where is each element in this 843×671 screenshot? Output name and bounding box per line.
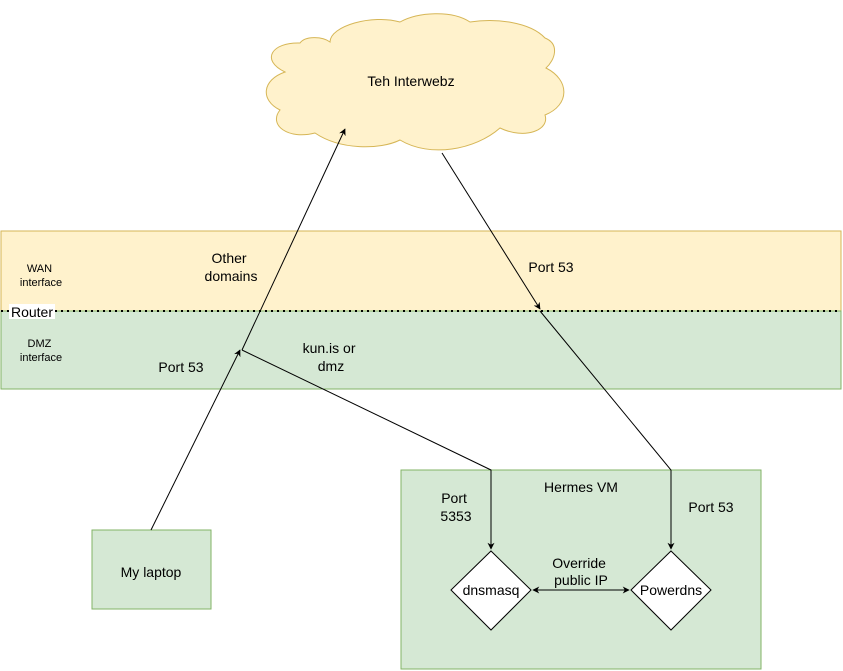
powerdns-label: Powerdns [640,582,702,598]
internet-cloud [265,13,565,151]
edge-router-to-internet [241,128,346,351]
other-domains-line-2: domains [205,268,258,284]
powerdns-node [630,550,712,631]
dnsmasq-node [450,550,532,631]
kun-is-line-1: kun.is or [303,340,356,356]
wan-interface-label: WAN interface [20,263,62,289]
laptop-node [91,529,212,610]
wan-interface-line-2: interface [20,277,62,289]
hermes-vm-container [400,469,762,670]
dmz-interface-line-1: DMZ [28,338,52,350]
edge-router-to-powerdns [539,310,675,550]
dnsmasq-port-line-2: 5353 [440,508,471,524]
kun-is-label: kun.is or dmz [303,340,360,374]
override-line-2: public IP [554,572,608,588]
laptop-port-label: Port 53 [158,359,203,375]
edge-laptop-to-router [150,349,241,531]
edge-internet-to-router [441,152,541,310]
wan-zone [0,230,842,312]
hermes-vm-label: Hermes VM [544,479,618,495]
internet-port-label: Port 53 [528,259,573,275]
powerdns-port-label: Port 53 [688,499,733,515]
dmz-interface-label: DMZ interface [20,338,62,364]
dmz-interface-line-2: interface [20,352,62,364]
dnsmasq-port-label: Port 5353 [440,490,471,524]
wan-interface-line-1: WAN [27,263,52,275]
other-domains-label: Other domains [205,250,258,284]
router-label: Router [11,304,53,320]
edge-router-to-dnsmasq [241,349,495,550]
other-domains-line-1: Other [212,250,247,266]
dnsmasq-label: dnsmasq [463,582,520,598]
kun-is-line-2: dmz [318,358,344,374]
internet-label: Teh Interwebz [367,73,454,89]
dnsmasq-port-line-1: Port [441,490,467,506]
router-label-background [9,304,55,319]
dmz-zone [0,310,842,390]
override-line-1: Override [552,555,606,571]
laptop-label: My laptop [121,564,182,580]
override-label: Override public IP [552,555,610,588]
